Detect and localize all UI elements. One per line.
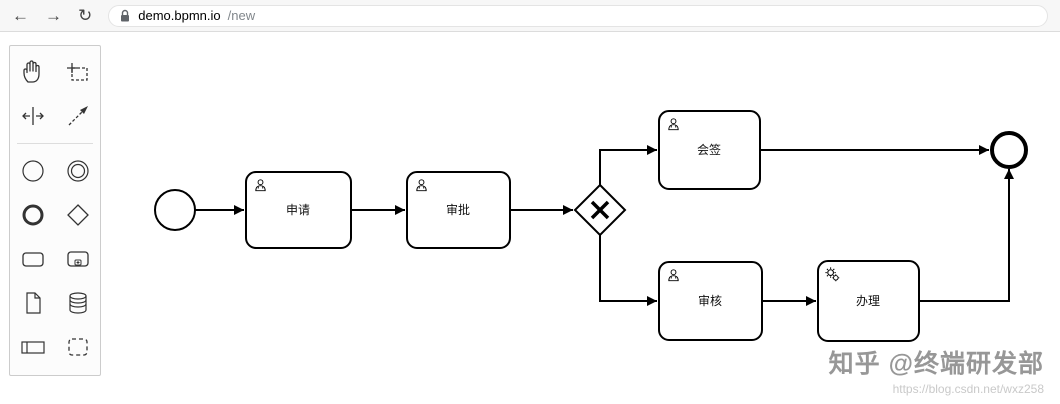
intermediate-event-icon <box>66 160 89 182</box>
url-host: demo.bpmn.io <box>138 8 221 23</box>
start-event[interactable] <box>154 189 196 231</box>
palette-create-group[interactable] <box>55 325 100 369</box>
group-icon <box>67 338 88 356</box>
lock-icon[interactable] <box>119 9 131 23</box>
user-task-1[interactable]: 申请 <box>245 171 352 249</box>
participant-icon <box>20 341 45 354</box>
sequence-flow-8[interactable] <box>919 169 1014 302</box>
connect-icon <box>68 106 88 126</box>
reload-button[interactable]: ↻ <box>78 6 93 25</box>
palette-create-start-event[interactable] <box>10 149 55 193</box>
data-object-icon <box>25 292 41 314</box>
service-task-5[interactable]: 办理 <box>817 260 920 342</box>
exclusive-gateway[interactable] <box>573 183 627 237</box>
browser-toolbar: ← → ↻ demo.bpmn.io/new <box>0 0 1060 32</box>
task-label: 申请 <box>286 203 310 217</box>
space-tool-icon <box>21 107 44 125</box>
palette-lasso-tool[interactable] <box>55 50 100 94</box>
user-task-3[interactable]: 会签 <box>658 110 761 190</box>
palette-create-data-store[interactable] <box>55 281 100 325</box>
task-label: 会签 <box>697 142 721 157</box>
palette-create-task[interactable] <box>10 237 55 281</box>
forward-button[interactable]: → <box>45 6 62 25</box>
subprocess-icon <box>66 251 89 267</box>
sequence-flow-4[interactable] <box>599 145 657 185</box>
palette-space-tool[interactable] <box>10 94 55 138</box>
bpmn-canvas[interactable]: 申请 审批 会签 审核 办理 <box>0 32 1060 404</box>
palette-create-subprocess[interactable] <box>55 237 100 281</box>
task-label: 审批 <box>446 202 470 217</box>
address-bar[interactable]: demo.bpmn.io/new <box>108 4 1048 27</box>
task-label: 办理 <box>856 293 880 308</box>
sequence-flow-6[interactable] <box>599 235 657 306</box>
gateway-icon <box>66 204 89 226</box>
hand-icon <box>22 60 40 83</box>
end-event-icon <box>22 204 43 226</box>
url-path: /new <box>227 8 256 23</box>
palette-create-end-event[interactable] <box>10 193 55 237</box>
task-label: 审核 <box>698 293 722 308</box>
start-event-icon <box>21 160 44 182</box>
bpmn-palette <box>9 45 101 376</box>
task-icon <box>21 252 44 267</box>
palette-create-intermediate-event[interactable] <box>55 149 100 193</box>
user-task-4[interactable]: 审核 <box>658 261 763 341</box>
user-task-2[interactable]: 审批 <box>406 171 511 249</box>
lasso-icon <box>66 63 88 81</box>
data-store-icon <box>68 292 87 314</box>
palette-global-connect-tool[interactable] <box>55 94 100 138</box>
exclusive-gateway-x-marker <box>590 200 610 220</box>
back-button[interactable]: ← <box>12 6 29 25</box>
end-event[interactable] <box>990 131 1028 169</box>
palette-separator <box>17 143 93 144</box>
palette-create-gateway[interactable] <box>55 193 100 237</box>
palette-create-data-object[interactable] <box>10 281 55 325</box>
palette-create-participant[interactable] <box>10 325 55 369</box>
palette-hand-tool[interactable] <box>10 50 55 94</box>
